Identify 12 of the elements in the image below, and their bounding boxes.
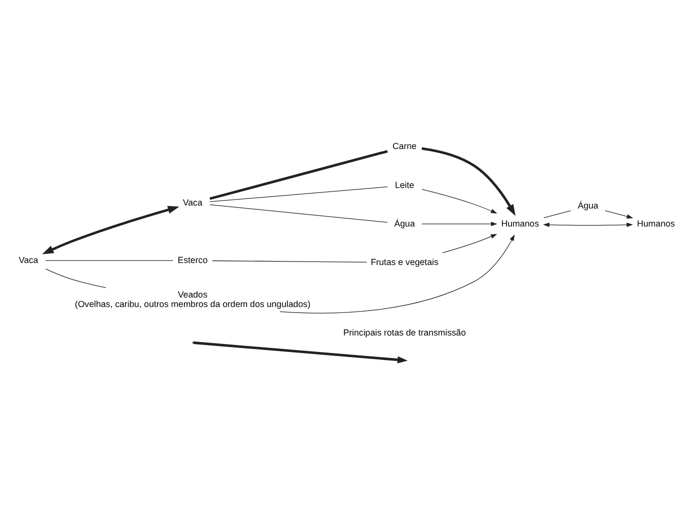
node-text: Vaca	[18, 254, 38, 264]
node-text: Esterco	[178, 254, 208, 264]
node-text: Água	[578, 200, 598, 210]
node-text: Humanos	[501, 218, 540, 228]
node-text: Leite	[394, 179, 414, 190]
node-text: Humanos	[637, 218, 675, 228]
node-text: Frutas e vegetais	[370, 256, 438, 266]
node-text: Água	[394, 218, 415, 228]
node-text: Vaca	[182, 196, 202, 207]
node-text: Veados (Ovelhas, caribu, outros membros da ordem dos ungulados)	[74, 288, 310, 308]
node-text: Carne	[392, 140, 417, 151]
legend-label: Principais rotas de transmissão	[343, 327, 466, 338]
